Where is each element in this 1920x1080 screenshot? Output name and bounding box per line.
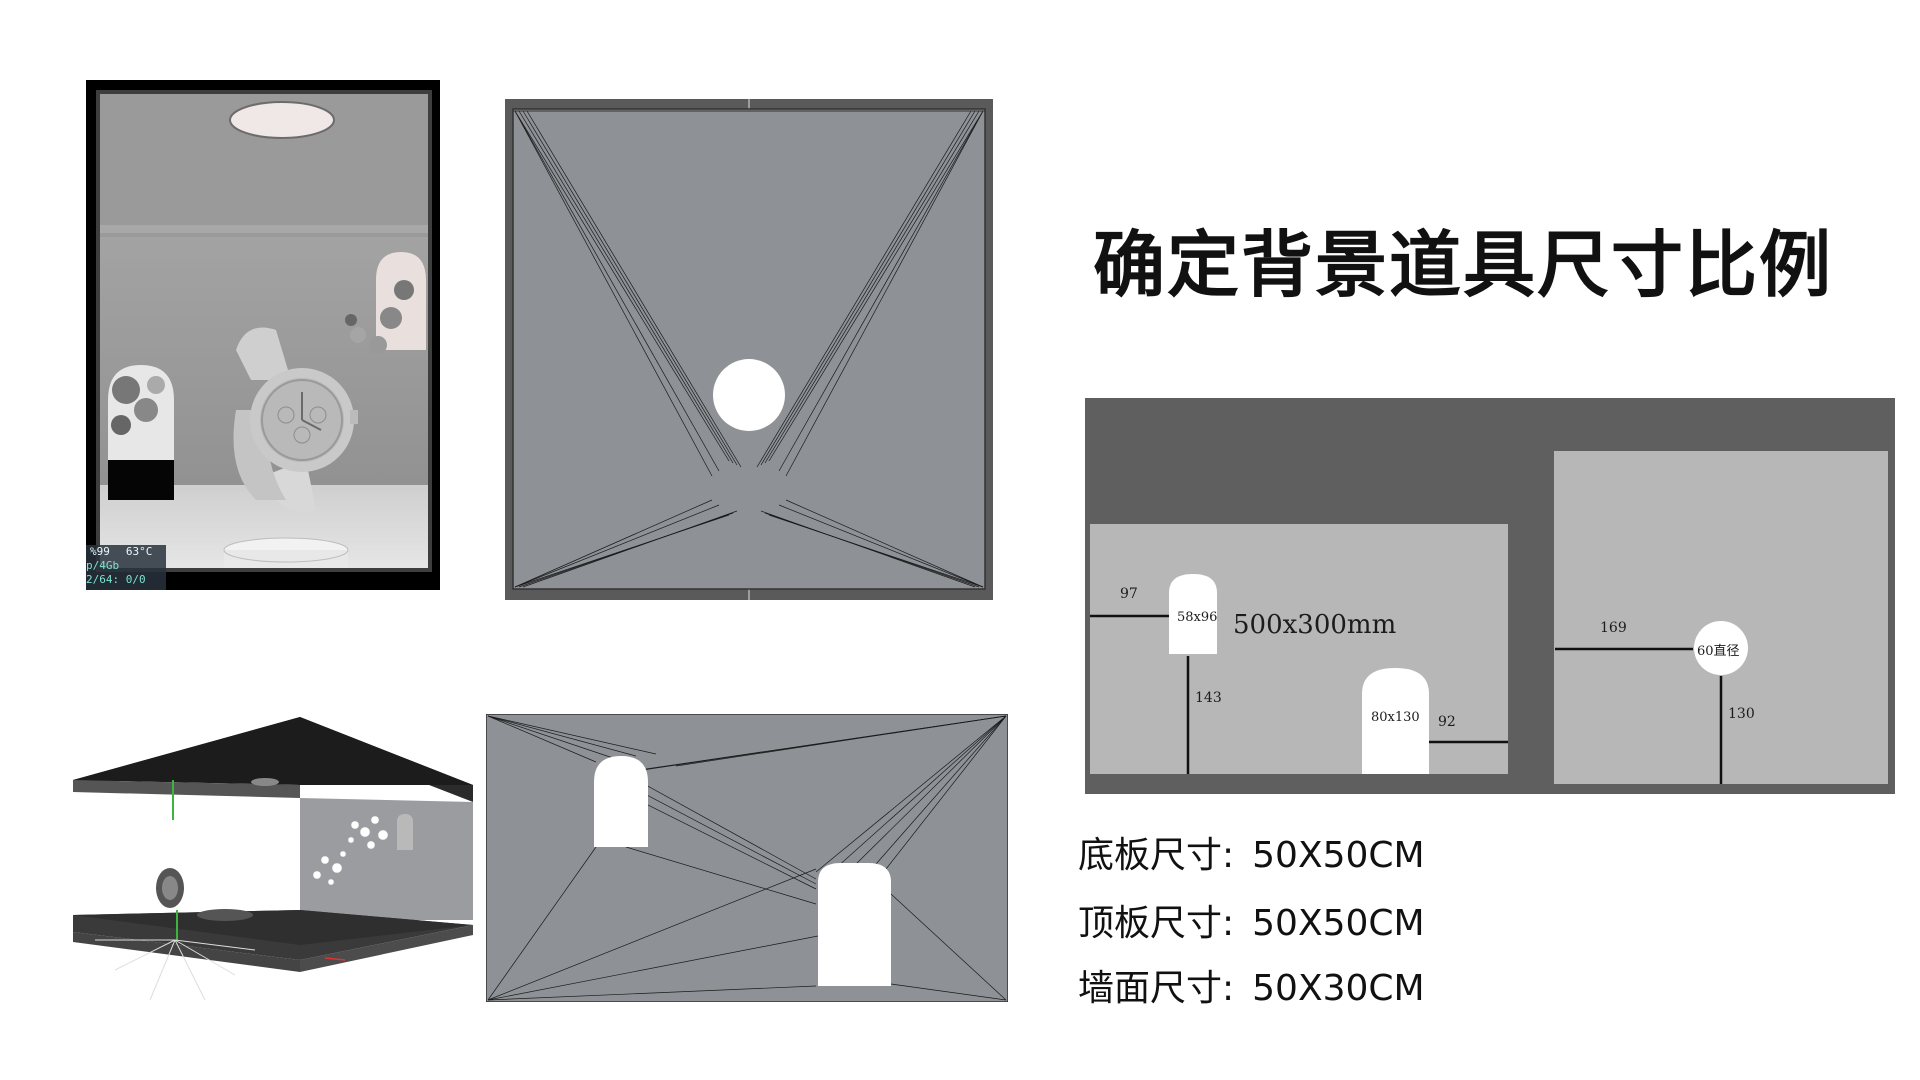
dim-circle: 60直径 [1697, 644, 1740, 659]
dimension-diagram: 97 58x96 500x300mm 143 80x130 92 169 60直… [1085, 398, 1895, 794]
dim-wall: 500x300mm [1233, 610, 1397, 640]
perspective-scene [55, 710, 475, 1010]
hud-temp: 63°C [125, 545, 153, 558]
spec-floor-value: 50X50CM [1252, 835, 1425, 876]
watch-render-image [96, 90, 432, 572]
ceiling-hole [713, 359, 785, 431]
page-title: 确定背景道具尺寸比例 [1093, 223, 1834, 307]
dim-130: 130 [1728, 706, 1755, 722]
dim-small-arch: 58x96 [1177, 610, 1218, 625]
spec-wall-label: 墙面尺寸: [1078, 968, 1235, 1009]
wall-panel [1090, 524, 1508, 774]
small-arch [1169, 574, 1217, 654]
big-arch [1362, 668, 1429, 774]
hud-percent: %99 [90, 545, 110, 558]
spec-ceiling-label: 顶板尺寸: [1078, 903, 1235, 944]
dim-92: 92 [1438, 714, 1456, 730]
top-view-wireframe [505, 99, 993, 600]
wall-wireframe [485, 713, 1009, 1003]
dim-big-arch: 80x130 [1371, 710, 1420, 725]
spec-floor: 底板尺寸: 50X50CM [1078, 826, 1425, 878]
dim-97: 97 [1120, 586, 1138, 602]
hud-memory: p/4Gb [86, 559, 120, 572]
spec-ceiling: 顶板尺寸: 50X50CM [1078, 894, 1425, 946]
small-arch-cutout [594, 756, 648, 847]
big-arch-cutout [818, 863, 891, 986]
hud-samples: 2/64: 0/0 [86, 573, 146, 586]
spec-wall-value: 50X30CM [1252, 968, 1425, 1009]
spec-wall: 墙面尺寸: 50X30CM [1078, 959, 1425, 1011]
spec-ceiling-value: 50X50CM [1252, 903, 1425, 944]
render-hud: %99 63°C p/4Gb 2/64: 0/0 [86, 545, 166, 590]
dim-143: 143 [1195, 690, 1222, 706]
spec-floor-label: 底板尺寸: [1078, 835, 1235, 876]
dim-169: 169 [1600, 620, 1627, 636]
hole-circle [1694, 621, 1748, 675]
wire-fans [514, 110, 984, 588]
render-preview-panel: %99 63°C p/4Gb 2/64: 0/0 [86, 80, 440, 590]
